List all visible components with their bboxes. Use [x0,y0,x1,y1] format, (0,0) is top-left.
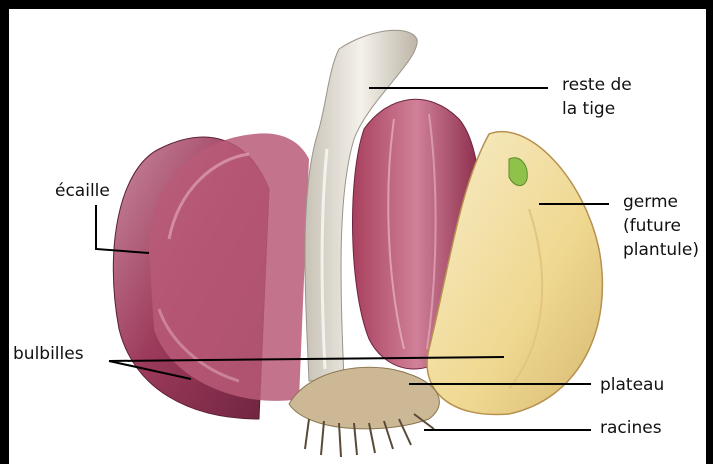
label-racines: racines [600,416,662,440]
label-ecaille: écaille [55,179,110,203]
label-bulbilles: bulbilles [13,342,84,366]
label-germe: germe (future plantule) [623,190,699,262]
diagram-frame: reste de la tige écaille germe (future p… [9,9,706,464]
label-plateau: plateau [600,373,664,397]
label-reste-de-la-tige: reste de la tige [562,73,632,121]
